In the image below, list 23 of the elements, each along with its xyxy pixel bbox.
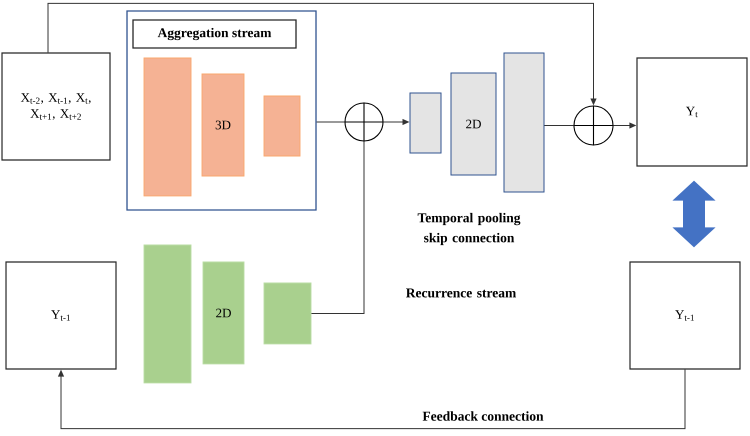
- panel-box: [126, 10, 317, 211]
- edge-label: Feedback connection: [421, 410, 545, 422]
- sum-circle: [573, 105, 614, 146]
- layer-bar: [264, 96, 300, 156]
- connector-line: [310, 141, 364, 314]
- layer-bar: [144, 244, 192, 384]
- sum-circle: [344, 102, 384, 142]
- text-box: Y$_{t}$: [636, 57, 748, 167]
- text-label: Temporal pooling skip connection: [418, 212, 520, 246]
- layer-bar: 2D: [450, 72, 496, 176]
- layer-bar: [264, 282, 312, 344]
- layer-bar: [504, 52, 544, 192]
- text-label: Recurrence stream: [406, 288, 516, 298]
- layer-bar: 3D: [202, 74, 244, 176]
- layer-bar: 2D: [202, 262, 244, 364]
- text-box: Y$_{t-1}$: [629, 261, 741, 370]
- text-box: Y$_{t-1}$: [5, 261, 117, 370]
- connector-line: [544, 125, 574, 126]
- heading-box: Aggregation stream: [132, 19, 297, 49]
- layer-bar: [144, 58, 192, 196]
- arrow: [58, 369, 686, 430]
- text-box: X$_{t-2}$, X$_{t-1}$, X$_{t}$, X$_{t+1}$, X$_{t+2}$: [1, 52, 111, 161]
- layer-bar: [410, 92, 442, 154]
